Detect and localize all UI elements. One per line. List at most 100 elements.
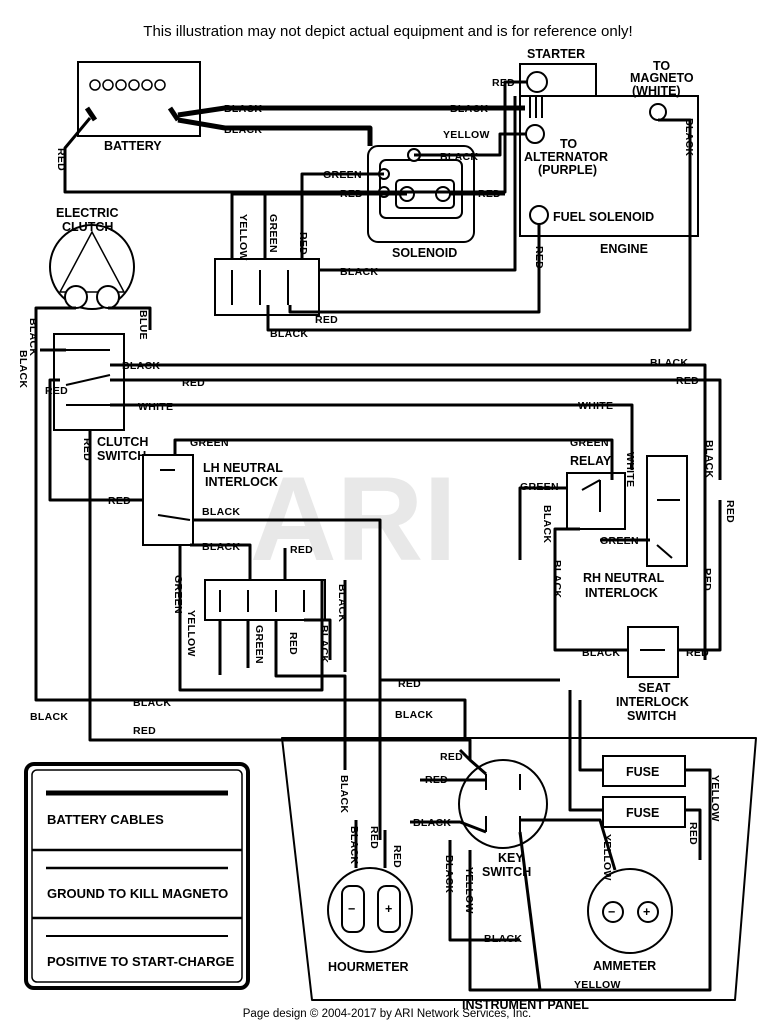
wire-label: GREEN xyxy=(600,535,639,547)
wire-label: RED xyxy=(676,375,699,387)
hourmeter-plus: + xyxy=(385,902,392,916)
wire-label: GREEN xyxy=(190,437,229,449)
wire-label: BLACK xyxy=(17,350,29,388)
legend-item-label: POSITIVE TO START-CHARGE xyxy=(47,954,235,969)
wire-label: RED xyxy=(533,246,545,269)
legend-item-label: BATTERY CABLES xyxy=(47,812,164,827)
lh-neutral-label-2: INTERLOCK xyxy=(205,475,278,489)
fuse-1-label: FUSE xyxy=(626,765,659,779)
solenoid-label: SOLENOID xyxy=(392,246,457,260)
wire-label: BLACK xyxy=(450,103,488,115)
wire-label: RED xyxy=(340,188,363,200)
wire-label: BLACK xyxy=(582,647,620,659)
wire-label: YELLOW xyxy=(601,834,613,881)
wire-label: BLACK xyxy=(413,817,451,829)
wire-label: BLACK xyxy=(202,541,240,553)
wire-label: RED xyxy=(55,148,67,171)
wire-label: BLACK xyxy=(318,625,330,663)
wire-label: BLACK xyxy=(484,933,522,945)
reference-notice: This illustration may not depict actual … xyxy=(143,23,632,40)
fuel-solenoid-label: FUEL SOLENOID xyxy=(553,210,654,224)
rh-neutral-label-2: INTERLOCK xyxy=(585,586,658,600)
battery-label: BATTERY xyxy=(104,139,162,153)
wires xyxy=(34,80,722,992)
to-magneto-label-3: (WHITE) xyxy=(632,84,681,98)
key-switch xyxy=(458,759,548,849)
wire-label: RED xyxy=(133,725,156,737)
wire-label: BLACK xyxy=(338,775,350,813)
wire-label: YELLOW xyxy=(574,979,621,991)
wire-label: BLACK xyxy=(336,584,348,622)
wire-label: RED xyxy=(440,751,463,763)
seat-switch-label-1: SEAT xyxy=(638,681,671,695)
wire-label: BLACK xyxy=(133,697,171,709)
wire-label: RED xyxy=(297,232,309,255)
clutch-switch-label-1: CLUTCH xyxy=(97,435,148,449)
wire-label: BLACK xyxy=(122,360,160,372)
seat-switch-label-2: INTERLOCK xyxy=(616,695,689,709)
starter-label: STARTER xyxy=(527,47,585,61)
wire-label: RED xyxy=(45,385,68,397)
ammeter-minus: − xyxy=(608,905,615,919)
to-alternator-label-1: TO xyxy=(560,137,577,151)
instrument-panel-outline xyxy=(281,737,757,1001)
wire-label: BLACK xyxy=(395,709,433,721)
wire-label: BLACK xyxy=(551,560,563,598)
wire-label: RED xyxy=(425,774,448,786)
clutch-switch-label-2: SWITCH xyxy=(97,449,146,463)
wire-label: WHITE xyxy=(138,401,173,413)
wire-label: RED xyxy=(701,568,713,591)
ammeter-plus: + xyxy=(643,905,650,919)
wire-label: BLACK xyxy=(683,118,695,156)
wire-label: RED xyxy=(290,544,313,556)
rh-neutral-interlock xyxy=(646,455,688,567)
wire-label: BLACK xyxy=(650,357,688,369)
electric-clutch-label-2: CLUTCH xyxy=(62,220,113,234)
to-alternator-label-3: (PURPLE) xyxy=(538,163,597,177)
wire-label: BLUE xyxy=(137,310,149,340)
wire-label: BLACK xyxy=(224,103,262,115)
electric-clutch xyxy=(49,224,135,310)
engine-label: ENGINE xyxy=(600,242,648,256)
key-switch-label-2: SWITCH xyxy=(482,865,531,879)
wire-label: BLACK xyxy=(703,440,715,478)
wire-labels: BLACK BLACK BLACK RED YELLOW BLACK GREEN… xyxy=(17,77,736,991)
wire-label: YELLOW xyxy=(443,129,490,141)
key-switch-label-1: KEY xyxy=(498,851,524,865)
relay-label: RELAY xyxy=(570,454,612,468)
wire-label: BLACK xyxy=(27,318,39,356)
wire-label: RED xyxy=(315,314,338,326)
wire-label: BLACK xyxy=(443,855,455,893)
wire-label: YELLOW xyxy=(237,214,249,261)
wire-label: RED xyxy=(398,678,421,690)
wire-label: GREEN xyxy=(172,575,184,614)
wire-label: RED xyxy=(391,845,403,868)
fuse-2 xyxy=(602,796,686,828)
rh-neutral-label-1: RH NEUTRAL xyxy=(583,571,665,585)
to-magneto-label-1: TO xyxy=(653,59,670,73)
wire-label: RED xyxy=(368,826,380,849)
wire-label: BLACK xyxy=(224,124,262,136)
ammeter-label: AMMETER xyxy=(593,959,656,973)
wire-label: WHITE xyxy=(624,452,636,487)
wire-label: RED xyxy=(287,632,299,655)
legend xyxy=(24,762,250,990)
wire-label: GREEN xyxy=(323,169,362,181)
wire-label: RED xyxy=(492,77,515,89)
to-magneto-label-2: MAGNETO xyxy=(630,71,694,85)
instrument-panel-label: INSTRUMENT PANEL xyxy=(462,998,589,1012)
wire-label: GREEN xyxy=(520,481,559,493)
wire-label: BLACK xyxy=(340,266,378,278)
wire-label: BLACK xyxy=(541,505,553,543)
seat-switch-label-3: SWITCH xyxy=(627,709,676,723)
clutch-switch xyxy=(53,333,125,431)
to-alternator-label-2: ALTERNATOR xyxy=(524,150,608,164)
wire-label: WHITE xyxy=(578,400,613,412)
wire-label: RED xyxy=(108,495,131,507)
battery xyxy=(77,61,201,137)
wire-label: YELLOW xyxy=(709,775,721,822)
wire-label: RED xyxy=(182,377,205,389)
ammeter xyxy=(587,868,673,954)
wire-label: RED xyxy=(724,500,736,523)
